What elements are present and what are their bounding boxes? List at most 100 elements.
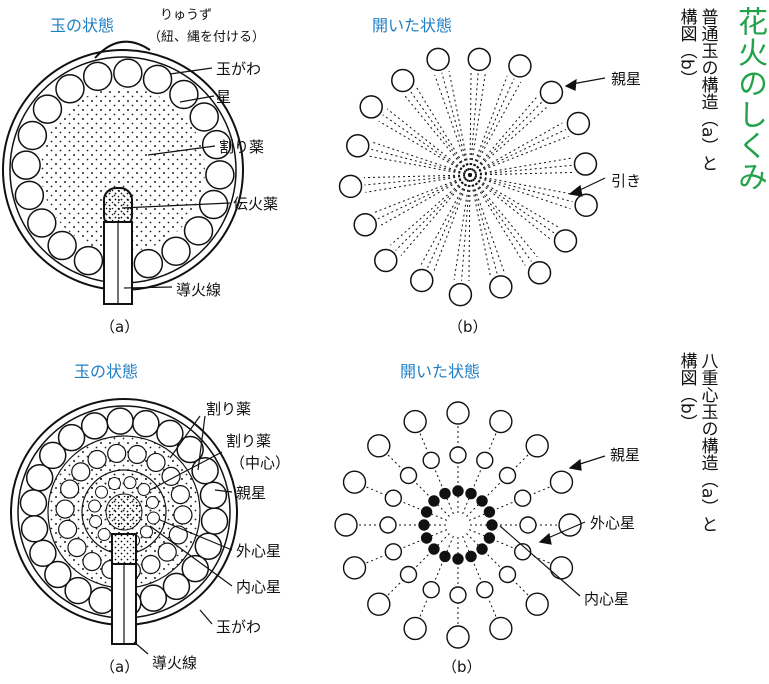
top-right-heading: 開いた状態 — [372, 16, 453, 35]
main-star — [527, 261, 552, 285]
double-core-shell-section — [10, 398, 238, 645]
bottom-left-leaders — [133, 415, 233, 655]
main-star — [64, 576, 92, 605]
trail-line — [380, 174, 471, 226]
trail-line — [469, 164, 572, 176]
trail-line — [404, 95, 471, 176]
outer-core-star — [60, 479, 80, 499]
trail-line — [469, 73, 472, 176]
inner-core-star — [483, 532, 496, 544]
inner-core-star — [145, 495, 159, 509]
inner-core-star — [418, 519, 430, 531]
trail-line — [448, 70, 471, 176]
label-ryuzu: りゅうず — [160, 8, 213, 23]
main-star — [426, 47, 450, 72]
outer-core-star — [58, 519, 78, 539]
star — [183, 216, 214, 246]
trail-line — [374, 174, 471, 213]
main-star — [553, 229, 578, 253]
inner-core-star — [483, 506, 496, 518]
inner-core-star — [439, 550, 451, 563]
star — [11, 150, 41, 180]
outer-core-star — [513, 543, 532, 561]
label-main-star-2: 親星 — [236, 484, 267, 502]
label-main-star: 親星 — [611, 70, 642, 88]
trail-line — [469, 174, 532, 262]
inner-core-star — [486, 519, 498, 531]
main-star — [132, 409, 160, 438]
outer-core-star — [71, 462, 91, 482]
main-star — [106, 407, 134, 435]
trail-line — [469, 174, 559, 228]
trail-line — [373, 142, 471, 176]
trail-line — [461, 174, 471, 281]
star — [142, 64, 173, 95]
trail-line — [469, 174, 551, 240]
main-star — [525, 592, 549, 616]
trail-line — [469, 81, 522, 176]
inner-core-star — [107, 477, 121, 491]
trail-line — [469, 171, 572, 176]
star — [205, 160, 235, 190]
main-star — [367, 434, 391, 458]
outer-core-star — [107, 443, 127, 464]
star — [32, 94, 63, 124]
top-left-heading: 玉の状態 — [50, 16, 115, 35]
main-star — [525, 434, 549, 458]
trail-line — [469, 174, 571, 210]
label-outer-core-star-2: 外心星 — [590, 514, 636, 532]
star — [47, 230, 77, 261]
outer-core-star — [384, 489, 403, 507]
outer-core-star — [173, 505, 193, 525]
star — [161, 236, 191, 266]
trail-line — [469, 174, 498, 274]
label-fuse: 導火線 — [176, 281, 222, 299]
main-star — [139, 584, 168, 612]
inner-core-star — [97, 527, 111, 541]
main-star — [574, 193, 598, 217]
trail-line — [386, 453, 450, 517]
inner-core-star — [137, 483, 151, 497]
outer-core-star — [384, 543, 403, 561]
main-star — [467, 47, 492, 72]
main-star — [403, 616, 427, 641]
outer-core-star — [519, 516, 537, 534]
main-star — [334, 513, 358, 537]
trail-line — [377, 174, 471, 220]
double-core-burst-pattern — [334, 401, 582, 649]
label-burst-charge-core: 割り薬 — [226, 432, 272, 450]
label-inner-core-star: 内心星 — [236, 578, 282, 596]
main-star — [549, 556, 574, 580]
outer-core-star — [498, 565, 517, 584]
inner-core-star — [476, 495, 488, 507]
label-shell-casing-2: 玉がわ — [216, 618, 262, 636]
outer-core-star — [67, 538, 87, 558]
trail-line — [410, 91, 471, 176]
bottom-side-label-2: 構図（b） — [676, 352, 697, 431]
main-star — [25, 464, 54, 492]
main-star — [489, 409, 513, 434]
outer-core-star — [422, 580, 440, 599]
main-star — [20, 515, 49, 543]
main-star — [508, 54, 532, 78]
trail-line — [469, 174, 555, 234]
top-right-leaders — [564, 77, 606, 197]
outer-core-star — [476, 451, 494, 470]
top-caption-a: （a） — [100, 318, 140, 336]
star — [201, 129, 232, 160]
main-star — [342, 556, 367, 580]
label-star: 星 — [216, 88, 232, 106]
main-star — [345, 134, 370, 158]
outer-core-star — [449, 446, 467, 464]
main-star — [403, 409, 427, 434]
main-star — [367, 592, 391, 616]
outer-core-star — [157, 542, 177, 562]
main-star — [38, 441, 67, 470]
bottom-caption-a: （a） — [100, 658, 140, 676]
star — [14, 180, 45, 211]
trail-line — [469, 74, 486, 176]
bottom-left-heading: 玉の状態 — [74, 362, 139, 381]
trail-line — [369, 155, 471, 176]
main-star — [374, 248, 398, 273]
inner-core-star — [123, 476, 137, 490]
